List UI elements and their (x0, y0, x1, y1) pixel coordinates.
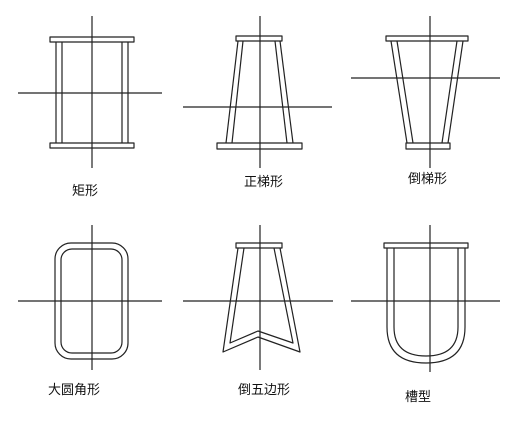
shape-inverted-pentagon (183, 225, 333, 370)
label-upright-trapezoid: 正梯形 (244, 175, 284, 190)
label-inverted-pentagon: 倒五边形 (238, 383, 291, 398)
label-trough: 槽型 (405, 390, 432, 405)
shape-rectangle (18, 16, 162, 168)
label-rectangle: 矩形 (72, 184, 99, 199)
shape-rounded-rectangle (18, 225, 162, 370)
shape-upright-trapezoid (183, 16, 332, 168)
shape-inverted-trapezoid (351, 16, 500, 168)
label-rounded-rectangle: 大圆角形 (48, 383, 101, 398)
label-inverted-trapezoid: 倒梯形 (408, 172, 448, 187)
shape-trough (351, 225, 500, 372)
